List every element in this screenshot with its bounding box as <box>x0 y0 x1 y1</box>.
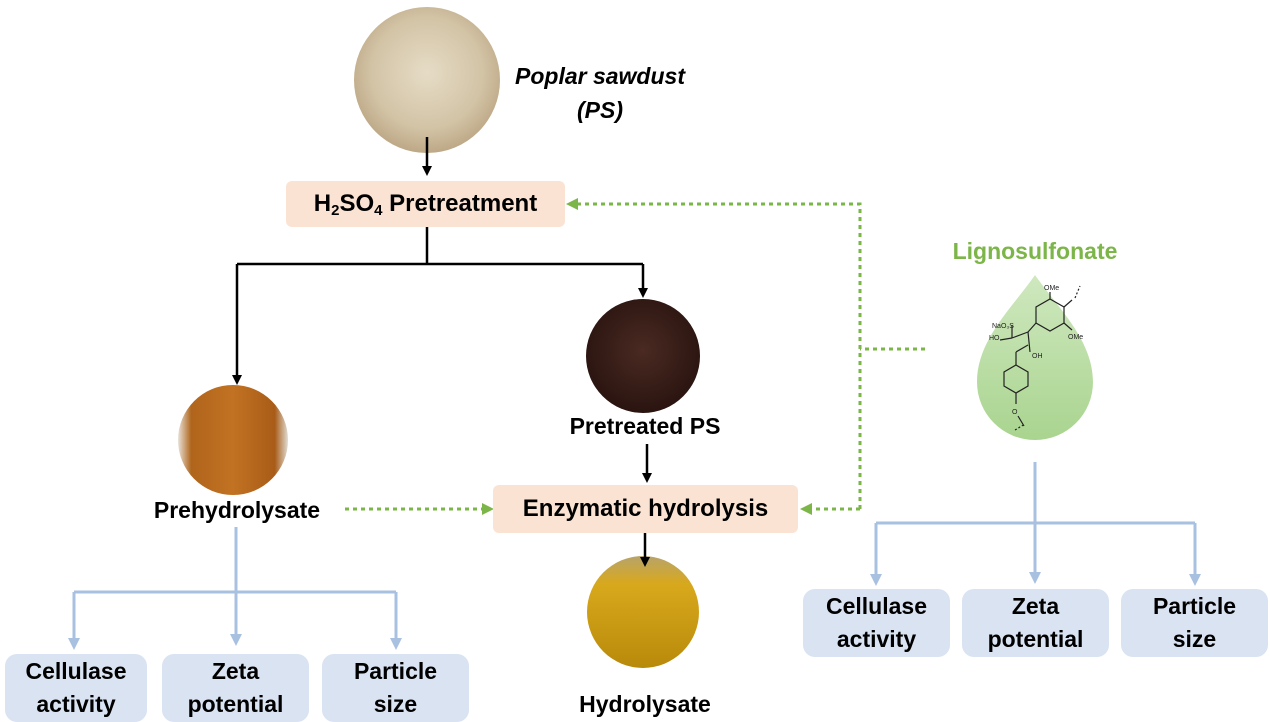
poplar-sawdust-line2: (PS) <box>577 97 623 123</box>
poplar-sawdust-photo <box>354 7 500 153</box>
hydrolysate-label: Hydrolysate <box>579 690 711 717</box>
structure-label-ome-right: OMe <box>1068 334 1083 341</box>
poplar-sawdust-line1: Poplar sawdust <box>515 63 685 89</box>
structure-label-o: O <box>1012 409 1018 416</box>
enzymatic-hydrolysis-box: Enzymatic hydrolysis <box>493 485 798 533</box>
pretreatment-label: H2SO4 Pretreatment <box>313 190 538 219</box>
arrow-lignosulfonate-to-pretreatment <box>566 198 862 509</box>
left-prop-cellulase-activity: Cellulase activity <box>5 654 147 722</box>
structure-label-ome-top: OMe <box>1044 285 1059 292</box>
structure-label-oh: OH <box>1032 353 1043 360</box>
right-prop-zeta-potential: Zeta potential <box>962 589 1109 657</box>
structure-label-ho: HO <box>989 335 1000 342</box>
right-prop-particle-size: Particle size <box>1121 589 1268 657</box>
right-prop-cellulase-activity: Cellulase activity <box>803 589 950 657</box>
lignosulfonate-title: Lignosulfonate <box>952 237 1118 264</box>
pretreated-ps-photo <box>586 299 700 413</box>
prehydrolysate-photo <box>178 385 288 495</box>
lignosulfonate-structure <box>999 285 1081 431</box>
prehydrolysate-label: Prehydrolysate <box>153 496 321 523</box>
left-prop-particle-size: Particle size <box>322 654 469 722</box>
h2so4-pretreatment-box: H2SO4 Pretreatment <box>286 181 565 227</box>
structure-label-naso3: NaO₃S <box>992 323 1014 330</box>
hydrolysate-photo <box>587 556 699 668</box>
left-prop-zeta-potential: Zeta potential <box>162 654 309 722</box>
pretreated-ps-label: Pretreated PS <box>569 412 721 439</box>
poplar-sawdust-label: Poplar sawdust (PS) <box>490 58 710 128</box>
